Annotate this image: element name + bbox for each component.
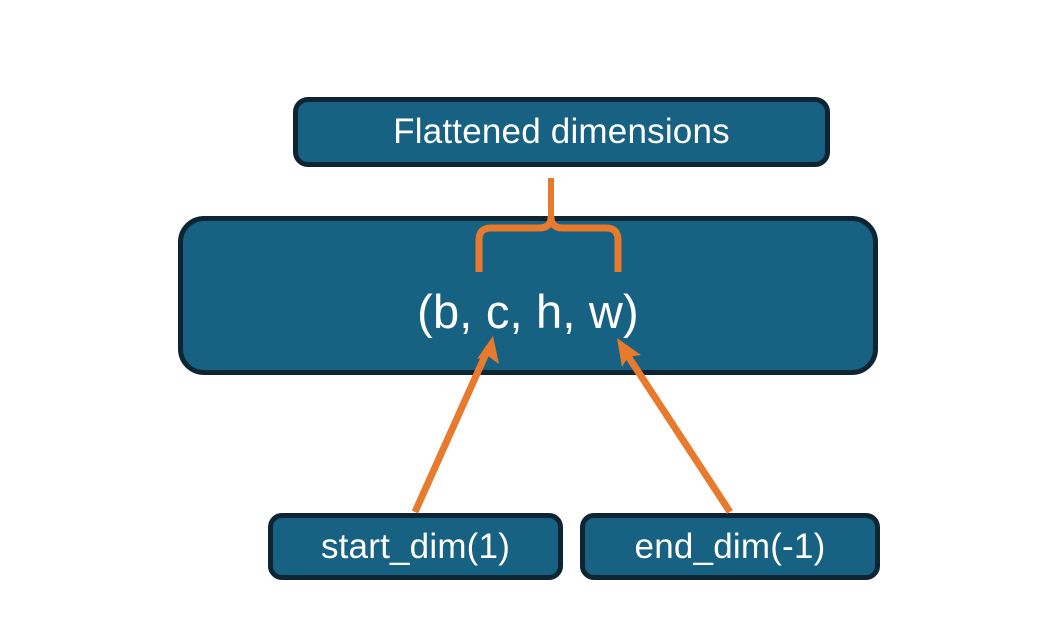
end-dim-label: end_dim(-1) [634,526,826,566]
start-dim-box: start_dim(1) [268,513,563,580]
end-dim-box: end_dim(-1) [580,513,880,580]
tensor-shape-label: (b, c, h, w) [417,285,639,338]
tensor-shape-box: (b, c, h, w) [178,216,878,375]
flattened-dimensions-box: Flattened dimensions [293,97,830,167]
flattened-dimensions-label: Flattened dimensions [393,112,730,151]
start-dim-label: start_dim(1) [320,526,511,566]
